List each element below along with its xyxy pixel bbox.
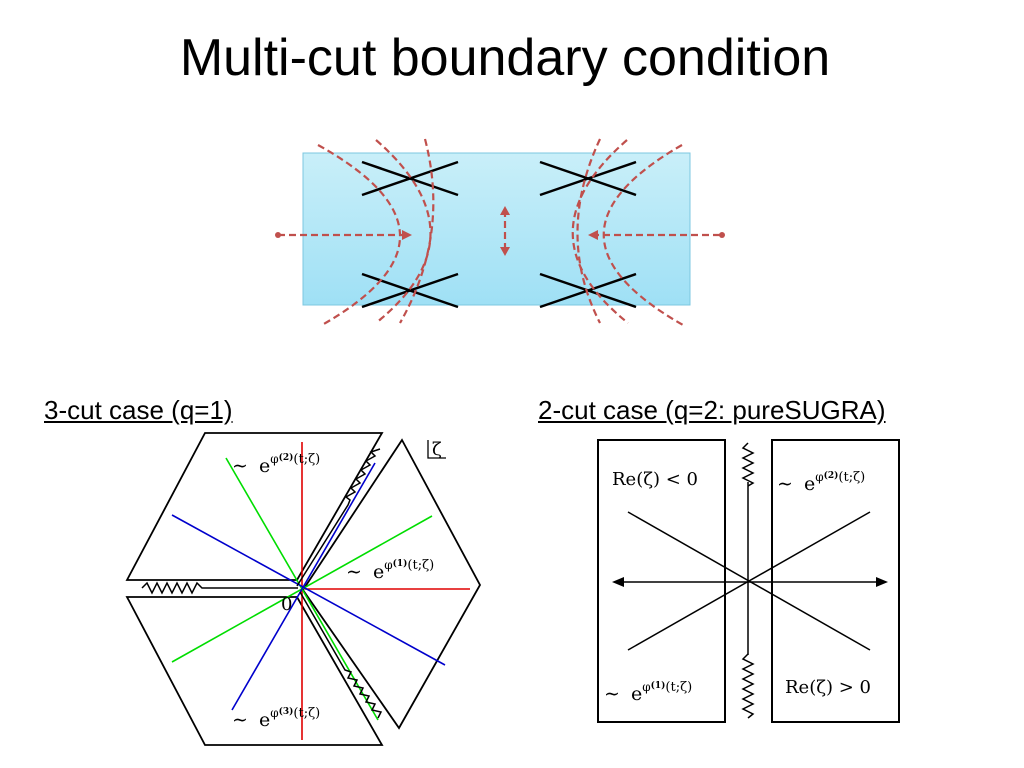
left-phi2-label: ∼ eφ(2)(t;ζ) bbox=[232, 452, 320, 477]
half-plane-boxes bbox=[597, 439, 900, 723]
dashed-arrowheads bbox=[275, 206, 725, 256]
origin-label: 0 bbox=[281, 594, 292, 615]
zeta-plane-label: ζ bbox=[432, 439, 442, 460]
vertical-branch-cuts bbox=[741, 442, 755, 719]
caption-2-cut: 2-cut case (q=2: pureSUGRA) bbox=[538, 395, 886, 425]
axis-arrowheads bbox=[612, 577, 888, 587]
rays bbox=[171, 442, 470, 740]
right-phi2-label: ∼ eφ(2)(t;ζ) bbox=[777, 470, 865, 495]
branch-cuts bbox=[141, 448, 383, 719]
right-phi1-label: ∼ eφ(1)(t;ζ) bbox=[604, 680, 692, 705]
wedge-outlines bbox=[125, 432, 482, 746]
black-crosses bbox=[361, 160, 637, 309]
dashed-curves bbox=[278, 138, 722, 326]
asymptote-lines bbox=[618, 482, 882, 655]
left-phi1-label: ∼ eφ(1)(t;ζ) bbox=[346, 558, 434, 583]
re-negative-label: Re(ζ) < 0 bbox=[612, 469, 698, 490]
re-positive-label: Re(ζ) > 0 bbox=[785, 677, 871, 698]
caption-3-cut: 3-cut case (q=1) bbox=[44, 395, 233, 425]
left-phi3-label: ∼ eφ(3)(t;ζ) bbox=[232, 706, 320, 731]
plane-indicator: ζ bbox=[427, 439, 446, 460]
page-title: Multi-cut boundary condition bbox=[179, 29, 831, 87]
